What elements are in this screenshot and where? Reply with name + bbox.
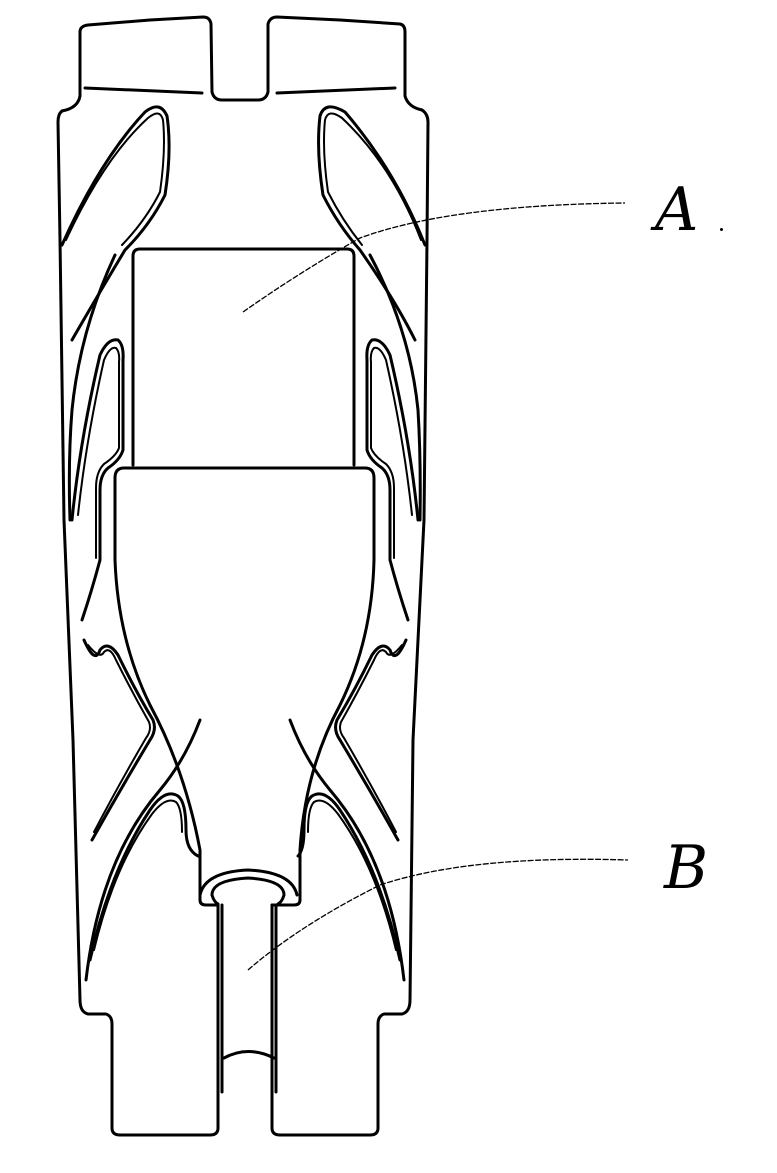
top-cap [60,15,424,113]
upper-chamber [131,247,356,467]
label-a: A [655,175,699,245]
leader-line-b [247,858,629,971]
outlet-tube [198,868,299,1094]
middle-slots [70,338,420,622]
lower-small-windows [84,718,406,982]
lower-windows [82,638,408,842]
label-b: B [664,833,709,903]
outer-body [56,108,430,1137]
leader-lines [242,202,629,971]
leader-line-a [242,202,626,313]
upper-windows [60,105,427,522]
lower-chamber [113,466,376,907]
label-a-dot [720,228,723,231]
